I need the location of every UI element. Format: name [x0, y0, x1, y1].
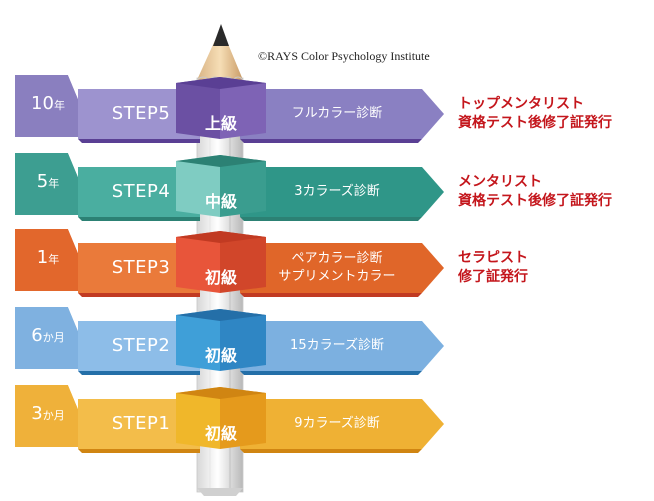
step-band	[78, 399, 200, 449]
result-line: 資格テスト後修了証発行	[458, 115, 612, 131]
content-label: ペアカラー診断サプリメントカラー	[262, 250, 412, 286]
years-label: 6か月	[18, 325, 78, 346]
years-unit: 年	[53, 99, 65, 112]
hex-top-face	[176, 387, 266, 399]
content-arrow	[240, 399, 444, 449]
result-line: メンタリスト	[458, 174, 542, 190]
content-arrow-shadow	[240, 217, 422, 221]
step-band	[78, 321, 200, 371]
years-unit: か月	[42, 409, 65, 422]
years-tab	[15, 385, 78, 447]
step-band-shadow	[78, 371, 200, 375]
level-label: 上級	[204, 114, 237, 133]
step-band	[78, 89, 200, 139]
hex-top-face	[176, 77, 266, 89]
level-label: 初級	[204, 346, 237, 365]
tab-fold	[68, 75, 78, 99]
years-number: 1	[36, 247, 49, 268]
copyright-text: ©RAYS Color Psychology Institute	[258, 49, 430, 63]
years-unit: 年	[48, 253, 60, 266]
years-label: 1年	[18, 247, 78, 268]
tab-fold	[68, 153, 78, 177]
content-arrow	[240, 89, 444, 139]
years-tab	[15, 153, 78, 215]
hex-left-face	[176, 77, 220, 139]
tab-fold	[68, 307, 78, 331]
result-line: 資格テスト後修了証発行	[458, 193, 612, 209]
content-line: 9カラーズ診断	[294, 416, 380, 431]
step-label: STEP2	[111, 335, 171, 356]
step-band-shadow	[78, 293, 200, 297]
years-unit: か月	[42, 331, 65, 344]
content-label: 9カラーズ診断	[262, 415, 412, 433]
step-band	[78, 243, 200, 293]
hex-right-face	[220, 231, 266, 293]
result-line: 修了証発行	[458, 269, 528, 285]
hex-right-face	[220, 77, 266, 139]
hex-right-face	[220, 309, 266, 371]
years-label: 5年	[18, 171, 78, 192]
level-label: 中級	[204, 192, 237, 211]
hex-left-face	[176, 231, 220, 293]
result-line: セラピスト	[458, 250, 528, 266]
tab-fold	[68, 229, 78, 253]
content-arrow	[240, 243, 444, 293]
step-label: STEP5	[111, 103, 171, 124]
years-unit: 年	[48, 177, 60, 190]
tab-fold	[68, 385, 78, 409]
step-band-shadow	[78, 449, 200, 453]
content-label: 3カラーズ診断	[262, 183, 412, 201]
years-label: 3か月	[18, 403, 78, 424]
hex-top-face	[176, 155, 266, 167]
years-label: 10年	[18, 93, 78, 114]
result-label: セラピスト修了証発行	[458, 249, 528, 287]
years-number: 10	[31, 93, 54, 114]
years-number: 6	[31, 325, 43, 346]
step-label: STEP4	[111, 181, 171, 202]
hex-left-face	[176, 309, 220, 371]
content-line: フルカラー診断	[291, 106, 383, 121]
result-label: トップメンタリスト資格テスト後修了証発行	[458, 95, 612, 133]
step-band-shadow	[78, 139, 200, 143]
content-label: 15カラーズ診断	[262, 337, 412, 355]
content-line: サプリメントカラー	[278, 269, 396, 284]
hex-right-face	[220, 155, 266, 217]
hex-left-face	[176, 155, 220, 217]
years-tab	[15, 75, 78, 137]
content-arrow-shadow	[240, 293, 422, 297]
hex-top-face	[176, 309, 266, 321]
level-label: 初級	[204, 268, 237, 287]
content-line: 3カラーズ診断	[294, 184, 380, 199]
step-band	[78, 167, 200, 217]
content-arrow-shadow	[240, 449, 422, 453]
years-tab	[15, 229, 78, 291]
hex-right-face	[220, 387, 266, 449]
years-number: 5	[36, 171, 49, 192]
years-tab	[15, 307, 78, 369]
step-label: STEP3	[111, 257, 171, 278]
content-line: ペアカラー診断	[291, 251, 383, 266]
step-label: STEP1	[111, 413, 171, 434]
content-line: 15カラーズ診断	[290, 338, 384, 353]
result-label: メンタリスト資格テスト後修了証発行	[458, 173, 612, 211]
content-arrow	[240, 167, 444, 217]
result-line: トップメンタリスト	[458, 96, 584, 112]
content-arrow-shadow	[240, 139, 422, 143]
step-band-shadow	[78, 217, 200, 221]
years-number: 3	[31, 403, 43, 424]
content-label: フルカラー診断	[262, 105, 412, 123]
hex-top-face	[176, 231, 266, 243]
content-arrow	[240, 321, 444, 371]
level-label: 初級	[204, 424, 237, 443]
hex-left-face	[176, 387, 220, 449]
content-arrow-shadow	[240, 371, 422, 375]
